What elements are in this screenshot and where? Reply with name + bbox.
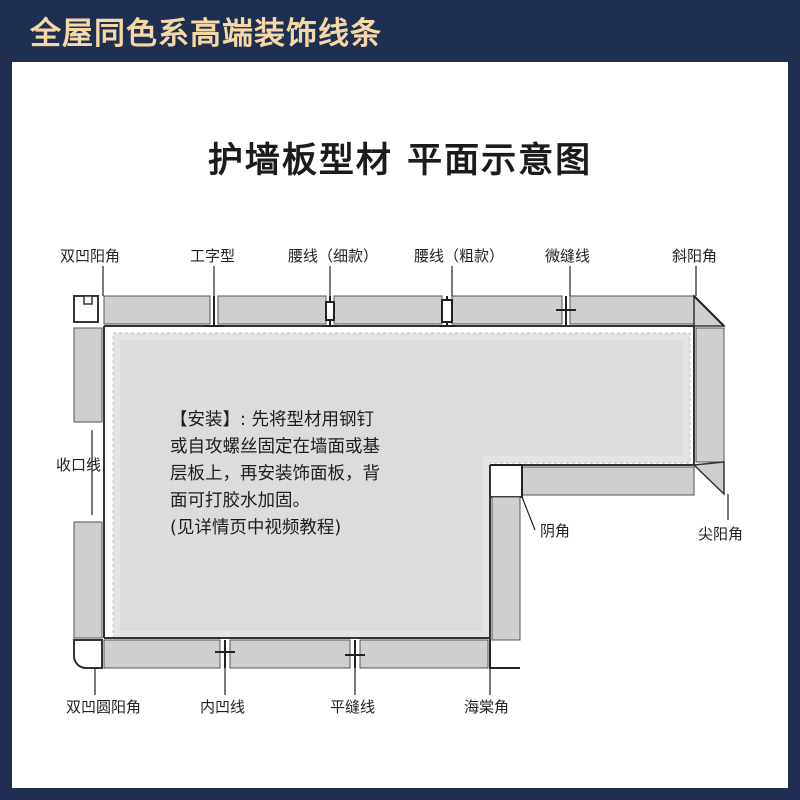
double-concave-round-corner-shape [73,639,103,669]
label-i-profile: 工字型 [190,247,235,265]
label-waist-thick: 腰线（粗款） [414,247,504,265]
bottom-panel-1 [103,639,221,669]
left-panel-2 [73,521,103,639]
right-lower-panel [491,496,521,641]
sharp-corner-shape [692,461,725,496]
top-panel-3 [333,295,443,325]
waist-thick-shape [439,296,455,327]
label-sharp-corner: 尖阳角 [698,525,743,543]
title-banner: 全屋同色系高端装饰线条 [0,0,430,62]
note-line-2: 或自攻螺丝固定在墙面或基 [170,437,380,457]
flat-seam-shape [345,640,365,668]
label-inner-concave: 内凹线 [200,698,245,716]
bottom-panel-2 [229,639,351,669]
micro-seam-shape [556,296,576,326]
middle-panel [521,466,695,496]
top-panel-1 [103,295,211,325]
label-begonia-corner: 海棠角 [464,698,509,716]
note-line-3: 层板上，再安装饰面板，背 [170,464,380,484]
wall-inner [120,340,683,631]
bottom-panel-3 [359,639,489,669]
top-panel-2 [217,295,327,325]
inner-corner-shape [490,464,523,498]
note-line-1: 【安装】: 先将型材用钢钉 [170,410,374,430]
right-upper-panel [695,327,725,463]
label-inner-corner: 阴角 [540,522,570,540]
waist-thin-shape [322,296,338,327]
label-micro-seam: 微缝线 [545,247,590,265]
banner-title: 全屋同色系高端装饰线条 [30,16,382,52]
left-panel-1 [73,327,103,423]
top-panel-5 [569,295,695,325]
note-line-4: 面可打胶水加固。 [170,491,310,511]
inner-concave-shape [215,640,235,668]
label-waist-thin: 腰线（细款） [288,247,378,265]
label-double-concave-round-corner: 双凹圆阳角 [66,698,141,716]
label-edge-trim: 收口线 [56,456,101,474]
installation-note: 【安装】: 先将型材用钢钉 或自攻螺丝固定在墙面或基 层板上，再安装饰面板，背 … [170,407,470,542]
label-bevel-corner: 斜阳角 [672,247,717,265]
note-line-5: (见详情页中视频教程) [170,518,342,538]
begonia-corner-shape [489,640,520,669]
top-panel-4 [451,295,563,325]
label-double-concave-corner: 双凹阳角 [60,247,120,265]
page-heading: 护墙板型材 平面示意图 [207,141,593,181]
i-profile-shape [204,296,224,327]
label-flat-seam: 平缝线 [330,698,375,716]
